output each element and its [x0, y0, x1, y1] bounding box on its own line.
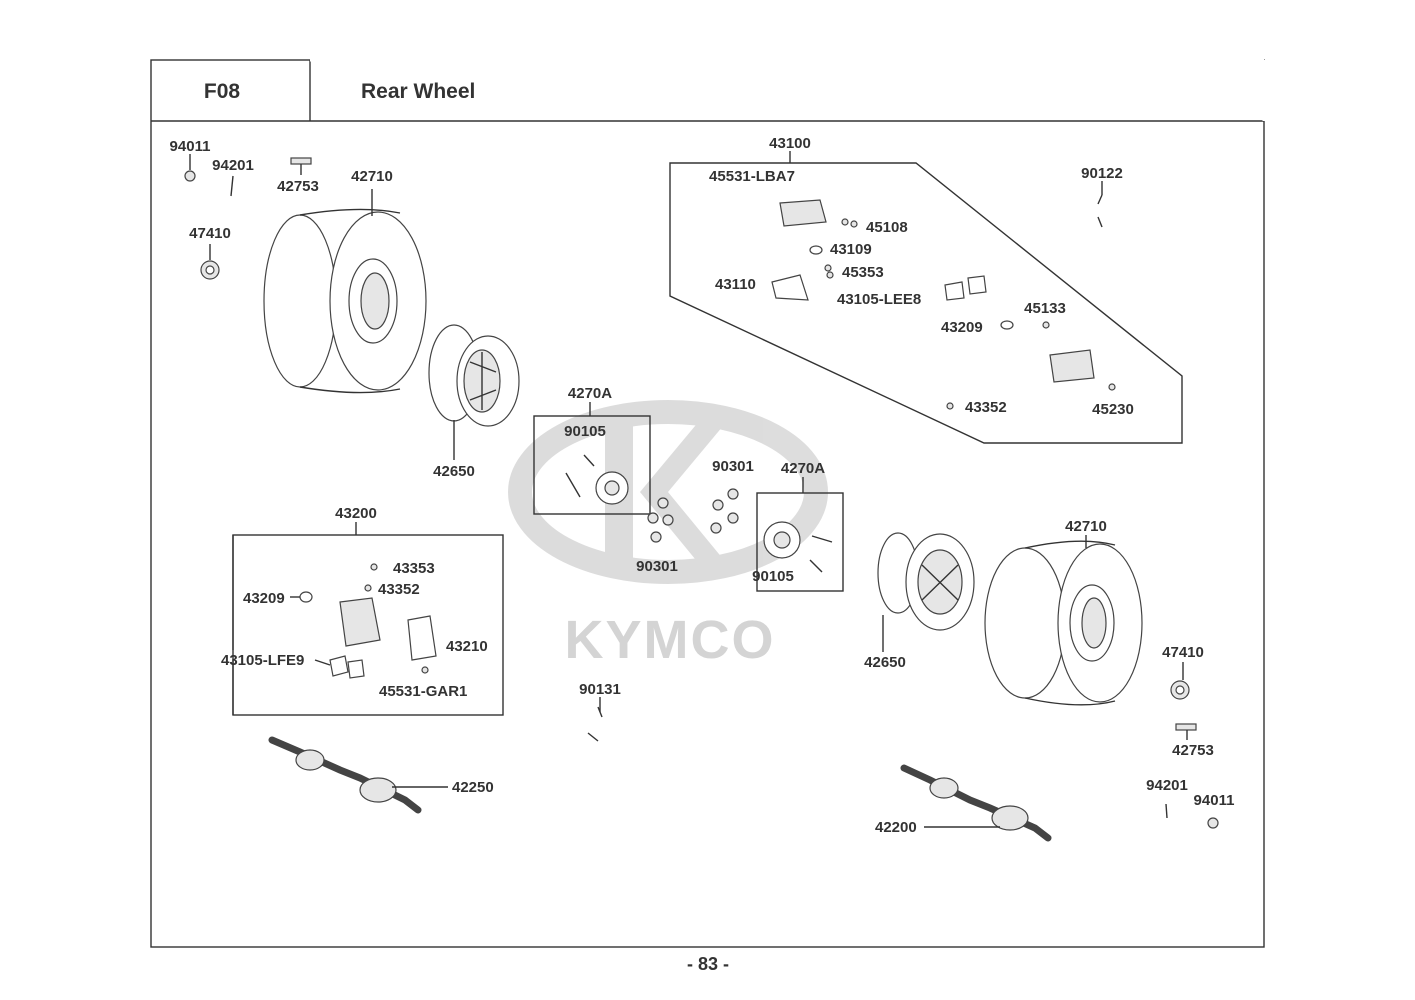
part-label: 90131: [579, 681, 621, 698]
part-label: 45230: [1092, 401, 1134, 418]
part-label: 94011: [1194, 792, 1235, 809]
part-label: 42710: [351, 168, 393, 185]
drive-shaft-icon: [900, 764, 1052, 842]
part-label: 43109: [830, 241, 872, 258]
part-label: 90105: [752, 568, 794, 585]
leader-lines: [189, 151, 1188, 828]
section-code: F08: [204, 80, 241, 103]
hub-icon: [763, 521, 833, 573]
part-label: 45133: [1024, 300, 1066, 317]
hub-icon: [565, 454, 629, 505]
part-label: 94011: [170, 138, 211, 155]
part-label: 42650: [433, 463, 475, 480]
part-label: 43200: [335, 505, 377, 522]
kymco-watermark-logo: [508, 400, 828, 584]
part-label: 90122: [1081, 165, 1123, 182]
part-label: 43209: [941, 319, 983, 336]
part-label: 43209: [243, 590, 285, 607]
part-label: 43210: [446, 638, 488, 655]
part-label: 90301: [712, 458, 754, 475]
part-label: 43353: [393, 560, 435, 577]
part-label: 42710: [1065, 518, 1107, 535]
part-label: 43352: [378, 581, 420, 598]
part-label: 42753: [1172, 742, 1214, 759]
axle-nut-icon: [1170, 680, 1190, 700]
part-label: 90105: [564, 423, 606, 440]
part-label: 43105-LFE9: [221, 652, 304, 669]
section-title: Rear Wheel: [361, 80, 475, 103]
hub-box-right: [756, 492, 844, 592]
part-label: 90301: [636, 558, 678, 575]
part-label: 94201: [1146, 777, 1188, 794]
part-label: 4270A: [781, 460, 825, 477]
valve-stem-icon: [290, 157, 312, 172]
part-label: 47410: [1162, 644, 1204, 661]
part-label: 43352: [965, 399, 1007, 416]
caliper-icon: [771, 194, 1116, 410]
part-label: 47410: [189, 225, 231, 242]
part-label: 43110: [715, 276, 756, 293]
cotter-pin-icon: [230, 175, 234, 197]
caliper-icon: [299, 563, 437, 679]
part-label: 43100: [769, 135, 811, 152]
nut-icon: [647, 488, 739, 543]
part-label: 45531-LBA7: [709, 168, 795, 185]
tire-icon: [263, 208, 427, 394]
nut-icon: [184, 170, 196, 182]
tire-icon: [984, 540, 1143, 706]
part-label: 42650: [864, 654, 906, 671]
part-label: 45108: [866, 219, 908, 236]
part-label: 42200: [875, 819, 917, 836]
header-frame: [150, 58, 1266, 948]
part-label: 94201: [212, 157, 254, 174]
rim-icon: [877, 532, 975, 631]
page-number: - 83 -: [687, 954, 729, 974]
cotter-pin-icon: [1165, 803, 1168, 819]
part-label: 4270A: [568, 385, 612, 402]
nut-icon: [1207, 817, 1219, 829]
hub-box-left: [533, 415, 651, 515]
part-label: 42250: [452, 779, 494, 796]
drive-shaft-icon: [268, 736, 422, 814]
watermark-brand: KYMCO: [565, 610, 776, 670]
part-label: 45353: [842, 264, 884, 281]
axle-nut-icon: [200, 260, 220, 280]
valve-stem-icon: [1175, 723, 1197, 731]
part-label: 43105-LEE8: [837, 291, 921, 308]
part-label: 42753: [277, 178, 319, 195]
caliper-assembly-box-43100: [669, 162, 1183, 444]
part-label: 45531-GAR1: [379, 683, 467, 700]
bolt-icon: [587, 706, 603, 742]
rim-icon: [428, 324, 520, 427]
